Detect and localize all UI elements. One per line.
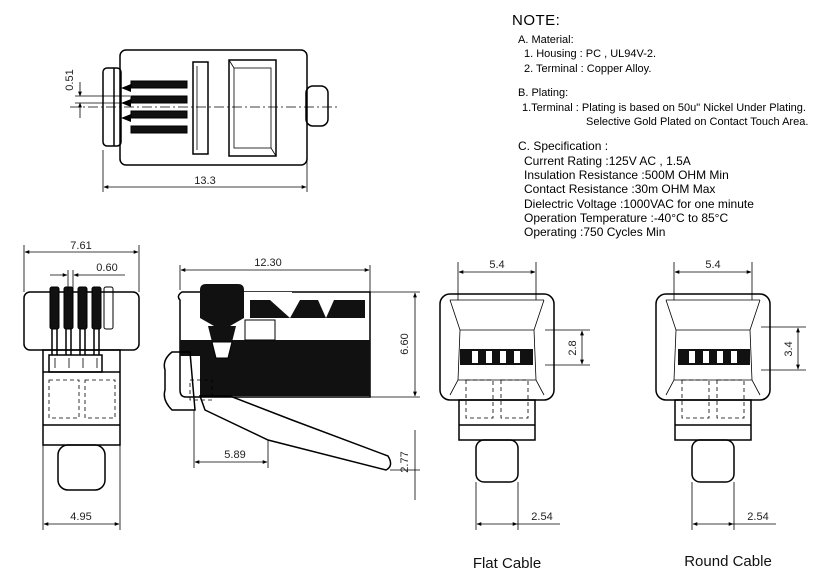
side-latch — [198, 395, 392, 471]
dim-front-width: 7.61 — [70, 240, 91, 252]
note-title: NOTE: — [512, 12, 561, 29]
round-housing — [655, 293, 771, 401]
spec-item: Dielectric Voltage :1000VAC for one minu… — [524, 196, 754, 211]
round-body — [674, 399, 752, 441]
dim-top-length: 13.3 — [194, 175, 215, 187]
material-item: 2. Terminal : Copper Alloy. — [524, 62, 652, 75]
dim-round-width: 5.4 — [705, 259, 720, 271]
spec-item: Contact Resistance :30m OHM Max — [524, 182, 716, 197]
dim-round-contact: 3.4 — [783, 341, 795, 356]
dim-flat-width: 5.4 — [489, 259, 504, 271]
flat-cable — [475, 439, 519, 483]
spec-heading: C. Specification : — [518, 139, 609, 154]
dim-side-tab: 5.89 — [224, 449, 245, 461]
spec-item: Insulation Resistance :500M OHM Min — [524, 168, 729, 183]
dim-side-tab-height: 2.77 — [399, 451, 411, 472]
dim-side-height: 6.60 — [399, 333, 411, 354]
notes-block: NOTE: A. Material: 1. Housing : PC , UL9… — [512, 12, 808, 240]
top-window — [228, 59, 277, 157]
plating-line: Selective Gold Plated on Contact Touch A… — [586, 116, 809, 129]
top-slot — [192, 61, 209, 155]
front-body — [42, 349, 121, 446]
side-view: 12.30 6.60 5.89 2.77 — [163, 257, 420, 500]
dim-front-pin: 0.60 — [96, 262, 117, 274]
plating-line: 1.Terminal : Plating is based on 50u" Ni… — [522, 101, 806, 114]
front-cable — [57, 444, 106, 491]
caption-flat-cable: Flat Cable — [473, 555, 541, 572]
dim-flat-bottom: 2.54 — [531, 511, 552, 523]
front-pins — [48, 286, 114, 373]
top-latch — [305, 85, 329, 127]
flat-cable-view: 5.4 2.8 2.54 — [439, 259, 590, 530]
dim-flat-contact: 2.8 — [567, 340, 579, 355]
material-item: 1. Housing : PC , UL94V-2. — [524, 48, 657, 61]
flat-housing — [439, 293, 555, 401]
dim-front-bottom: 4.95 — [70, 511, 91, 523]
spec-item: Operating :750 Cycles Min — [524, 225, 666, 240]
top-view: 0.51 13.3 — [64, 49, 340, 192]
round-cable — [691, 439, 735, 483]
caption-round-cable: Round Cable — [684, 553, 772, 570]
front-pin-view: 7.61 0.60 4.95 — [23, 240, 140, 530]
spec-item: Operation Temperature :-40°C to 85°C — [524, 210, 729, 225]
plating-heading: B. Plating: — [518, 87, 569, 100]
round-cable-view: 5.4 3.4 2.54 — [655, 259, 806, 530]
dim-round-bottom: 2.54 — [747, 511, 768, 523]
spec-item: Current Rating :125V AC , 1.5A — [524, 153, 691, 168]
dim-side-length: 12.30 — [254, 257, 282, 269]
flat-body — [458, 399, 536, 441]
material-heading: A. Material: — [518, 34, 574, 46]
top-housing — [119, 49, 308, 166]
dim-top-pitch: 0.51 — [64, 69, 76, 90]
